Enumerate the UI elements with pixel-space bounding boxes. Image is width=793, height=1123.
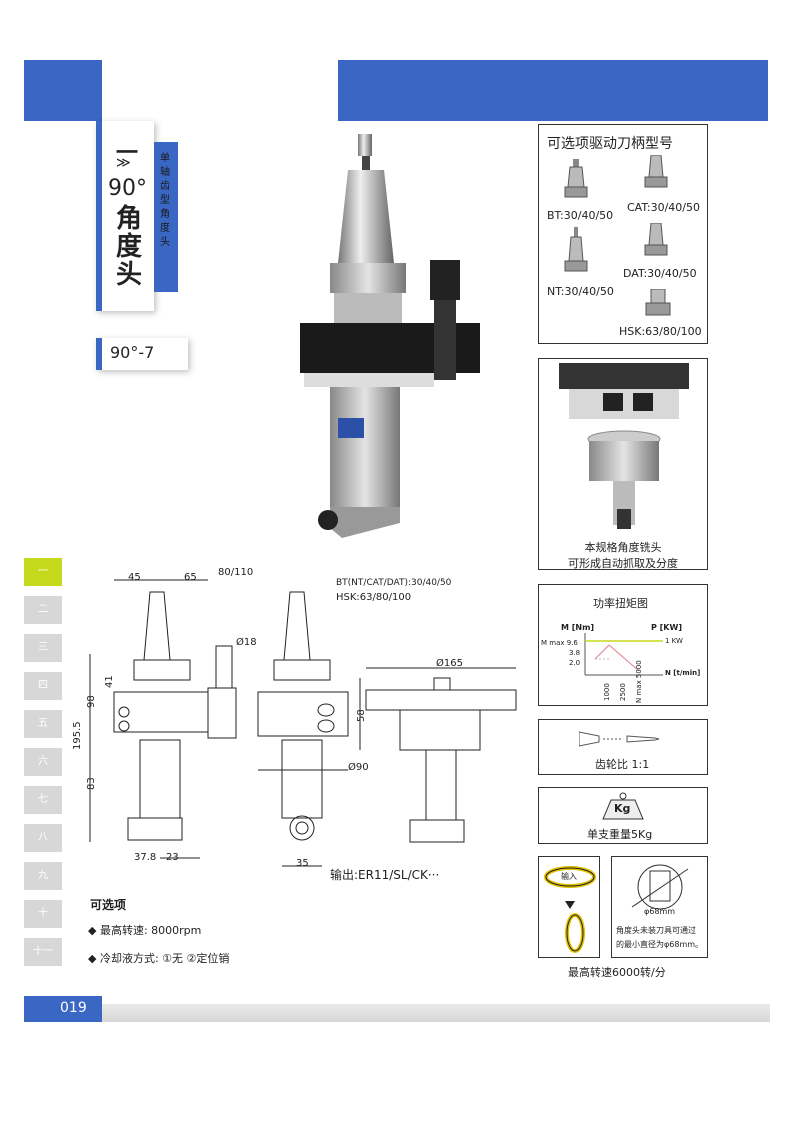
option-coolant: ◆ 冷却液方式: ①无 ②定位销 [88,952,230,965]
torque-chart [584,633,663,676]
clearance-text-1: 角度头未装刀具可通过 [616,926,696,935]
dim-35: 35 [296,858,309,869]
holder-spec-note: BT(NT/CAT/DAT):30/40/50 [336,578,452,588]
title-angle: 90° [108,176,147,201]
output-spec: 输出:ER11/SL/CK··· [330,868,440,882]
photo-caption-line2: 可形成自动抓取及分度 [568,557,678,570]
input-label: 输入 [561,872,577,881]
dim-80-110: 80/110 [218,567,254,578]
page-number: 019 [24,996,102,1022]
photo-caption-line1: 本规格角度铣头 [584,541,662,554]
angle-head-photo [300,134,480,538]
indexing-photo [559,363,689,529]
dim-45: 45 [128,572,141,583]
dim-83: 83 [86,777,97,790]
title-chevron: ≫ [116,155,131,171]
side-tab-1[interactable]: 一 [24,558,62,586]
holder-label-bt: BT:30/40/50 [547,209,614,222]
side-tab-11[interactable]: 十一 [24,938,62,966]
subtitle-text: 单轴齿型角度头 [160,153,170,248]
torque-n-tick-1: 2500 [619,683,627,701]
weight-box: Kg 单支重量5Kg [538,787,708,844]
model-label: 90°-7 [96,338,188,370]
technical-drawing [89,579,517,867]
auto-grip-photo-box: 本规格角度铣头 可形成自动抓取及分度 [538,358,708,570]
cat-holder-icon [644,155,668,188]
holder-label-cat: CAT:30/40/50 [627,201,700,214]
clearance-icon [631,864,689,910]
gear-ratio-box: 齿轮比 1:1 [538,719,708,775]
torque-m-axis: M [Nm] [561,623,595,632]
rotation-icon [544,866,596,953]
footer-bar [102,1004,770,1022]
torque-m-tick-0: M max 9.6 [541,639,578,647]
option-max-speed: ◆ 最高转速: 8000rpm [88,924,202,937]
bt-holder-icon [564,159,588,198]
hsk-spec-note: HSK:63/80/100 [336,592,412,603]
side-tab-4[interactable]: 四 [24,672,62,700]
torque-p-axis: P [KW] [651,623,682,632]
dim-41: 41 [104,675,115,688]
side-tab-10[interactable]: 十 [24,900,62,928]
dim-37-8: 37.8 [134,852,157,863]
title-card: 一 ≫ 90° 角度头 [96,121,154,311]
gear-ratio-icon [579,731,660,747]
gear-ratio-label: 齿轮比 1:1 [595,758,650,771]
side-tab-5[interactable]: 五 [24,710,62,738]
torque-chart-box: 功率扭矩图 M [Nm] P [KW] M max 9.6 3.8 2.0 1 … [538,584,708,706]
tool-clearance-box: φ68mm 角度头未装刀具可通过 的最小直径为φ68mm。 [611,856,708,958]
options-title: 可选项 [90,898,127,912]
side-tab-7[interactable]: 七 [24,786,62,814]
optional-holders-box: 可选项驱动刀柄型号 BT:30/40/50 CAT:30/40/50 NT:30… [538,124,708,344]
torque-m-tick-1: 3.8 [569,649,581,657]
dim-98: 98 [86,695,97,708]
nt-holder-icon [564,227,588,272]
dim-195: 195.5 [72,721,83,750]
side-tab-2[interactable]: 二 [24,596,62,624]
max-speed-caption: 最高转速6000转/分 [568,966,666,979]
clearance-dia: φ68mm [644,907,676,916]
header-bar-left [24,60,102,121]
clearance-text-2: 的最小直径为φ68mm。 [616,940,704,949]
side-tab-6[interactable]: 六 [24,748,62,776]
dim-d90: Ø90 [348,762,369,773]
dim-65: 65 [184,572,197,583]
torque-m-tick-2: 2.0 [569,659,581,667]
dim-d165: Ø165 [436,658,463,669]
torque-n-tick-0: 1000 [603,683,611,701]
weight-unit: Kg [614,802,631,815]
side-tab-9[interactable]: 九 [24,862,62,890]
torque-title: 功率扭矩图 [593,597,648,610]
dat-holder-icon [644,223,668,256]
dim-23: 23 [166,852,179,863]
side-tab-3[interactable]: 三 [24,634,62,662]
dim-d18: Ø18 [236,637,257,648]
input-output-box: 输入 [538,856,600,958]
torque-p-tick: 1 KW [665,637,683,645]
torque-n-axis: N [t/min] [665,669,701,677]
optional-holders-title: 可选项驱动刀柄型号 [547,136,673,152]
weight-icon [602,792,644,820]
weight-label: 单支重量5Kg [587,828,653,841]
title-dash: 一 [116,141,139,166]
header-bar-right [338,60,768,121]
side-tab-8[interactable]: 八 [24,824,62,852]
holder-label-dat: DAT:30/40/50 [623,267,697,280]
torque-n-tick-2: N max 5000 [635,660,643,703]
dim-58: 58 [356,709,367,722]
title-name: 角度头 [116,204,143,290]
subtitle-strip: 单轴齿型角度头 [154,142,178,292]
hsk-holder-icon [645,289,671,316]
holder-label-nt: NT:30/40/50 [547,285,614,298]
holder-label-hsk: HSK:63/80/100 [619,325,702,338]
